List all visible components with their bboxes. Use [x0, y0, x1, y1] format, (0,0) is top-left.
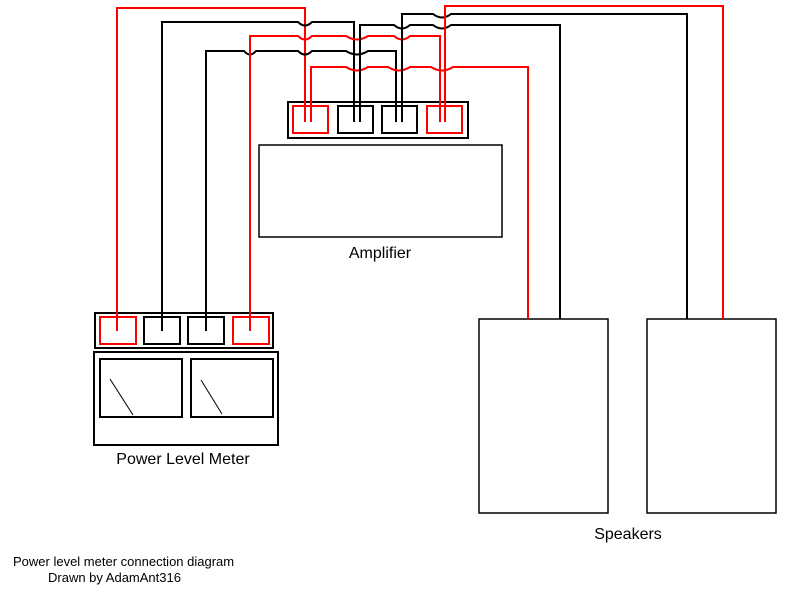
caption-author: Drawn by AdamAnt316 [48, 570, 181, 585]
amplifier-label: Amplifier [348, 245, 412, 262]
wire-amp2-to-meter2-black [161, 21, 355, 331]
meter-display-left [99, 358, 183, 418]
wire-amp1-to-left-speaker-red [310, 66, 529, 319]
wire-amp1-to-meter1-red [116, 7, 306, 331]
speakers-label: Speakers [594, 526, 662, 543]
speaker-right [646, 318, 777, 514]
power-level-meter-label: Power Level Meter [116, 451, 250, 468]
wire-amp2-to-left-speaker-black [359, 24, 561, 319]
caption-title: Power level meter connection diagram [13, 554, 235, 569]
meter-left-needle [109, 378, 134, 416]
wire-amp3-to-meter3-black [205, 50, 397, 331]
speaker-left [478, 318, 609, 514]
meter-display-right [190, 358, 274, 418]
amplifier-body [258, 144, 503, 238]
amp-terminal-strip [287, 101, 469, 139]
amp-terminal-2-negative [337, 105, 374, 134]
wire-amp4-to-meter4-red [249, 35, 441, 331]
meter-terminal-strip [94, 312, 274, 349]
wire-amp4-to-right-speaker-red [444, 5, 724, 319]
wire-amp3-to-right-speaker-black [401, 13, 688, 319]
meter-body [93, 351, 279, 446]
meter-right-needle [200, 379, 223, 415]
amp-terminal-3-negative [381, 105, 418, 134]
